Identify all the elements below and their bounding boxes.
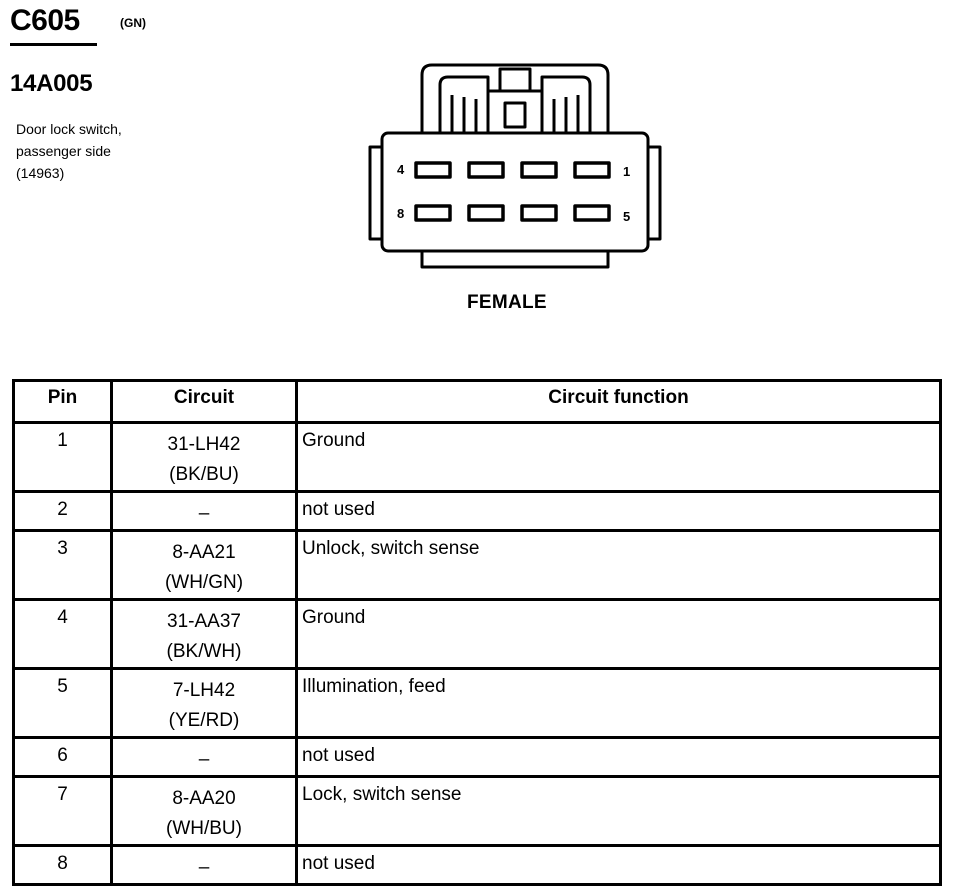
table-row: 2 – not used [12,490,942,532]
circuit-function: Lock, switch sense [295,775,942,847]
pin-number: 3 [12,529,113,601]
description-line-3: (14963) [16,165,65,181]
pin-number: 6 [12,736,113,778]
connector-bottom-lip [420,251,610,269]
pin-number: 8 [12,844,113,886]
circuit-function: Illumination, feed [295,667,942,739]
circuit-function: not used [295,736,942,778]
circuit-function: Ground [295,421,942,493]
pin-label-4: 4 [397,162,405,177]
circuit-cell: – [110,736,298,778]
circuit-function: not used [295,490,942,532]
connector-latch [420,63,610,135]
circuit-number: – [198,857,210,878]
pin-number: 4 [12,598,113,670]
table-row: 5 7-LH42 (YE/RD) Illumination, feed [12,667,942,739]
circuit-number: 7-LH42 [172,680,236,701]
circuit-cell: 31-AA37 (BK/WH) [110,598,298,670]
circuit-function: Ground [295,598,942,670]
circuit-function: Unlock, switch sense [295,529,942,601]
circuit-number: 8-AA20 [172,788,236,809]
connector-left-rib [368,145,384,241]
connector-gender: FEMALE [467,292,547,313]
connector-face-diagram [368,63,662,269]
header-circuit: Circuit [110,379,298,424]
wire-color: (BK/WH) [166,641,242,662]
circuit-cell: – [110,844,298,886]
circuit-cell: 8-AA21 (WH/GN) [110,529,298,601]
circuit-cell: 8-AA20 (WH/BU) [110,775,298,847]
pin-label-8: 8 [397,206,405,221]
circuit-number: 8-AA21 [172,542,236,563]
wire-color: (WH/GN) [164,572,244,593]
circuit-function: not used [295,844,942,886]
table-row: 8 – not used [12,844,942,886]
circuit-number: – [198,503,210,524]
pin-number: 7 [12,775,113,847]
header-function: Circuit function [295,379,942,424]
connector-color-code: (GN) [120,16,146,30]
description-line-2: passenger side [16,143,111,159]
pin-label-5: 5 [623,209,631,224]
circuit-number: – [198,749,210,770]
wire-color: (WH/BU) [166,818,242,839]
pin-number: 2 [12,490,113,532]
pin-cavities [414,161,611,222]
circuit-cell: 31-LH42 (BK/BU) [110,421,298,493]
pin-number: 1 [12,421,113,493]
pin-label-1: 1 [623,164,631,179]
table-row: 1 31-LH42 (BK/BU) Ground [12,421,942,493]
circuit-number: 31-AA37 [167,611,241,632]
connector-body [380,131,650,253]
header-pin: Pin [12,379,113,424]
pinout-table: Pin Circuit Circuit function 1 31-LH42 (B… [12,379,942,886]
part-number: 14A005 [10,70,93,97]
circuit-cell: 7-LH42 (YE/RD) [110,667,298,739]
table-row: 3 8-AA21 (WH/GN) Unlock, switch sense [12,529,942,601]
table-row: 7 8-AA20 (WH/BU) Lock, switch sense [12,775,942,847]
table-row: 6 – not used [12,736,942,778]
circuit-cell: – [110,490,298,532]
title-underline [10,43,97,46]
circuit-number: 31-LH42 [167,434,241,455]
pin-number: 5 [12,667,113,739]
connector-id: C605 [10,4,80,37]
table-row: 4 31-AA37 (BK/WH) Ground [12,598,942,670]
connector-right-rib [646,145,662,241]
table-header-row: Pin Circuit Circuit function [12,379,942,424]
wire-color: (YE/RD) [168,710,240,731]
wire-color: (BK/BU) [169,464,239,485]
description-line-1: Door lock switch, [16,121,122,137]
